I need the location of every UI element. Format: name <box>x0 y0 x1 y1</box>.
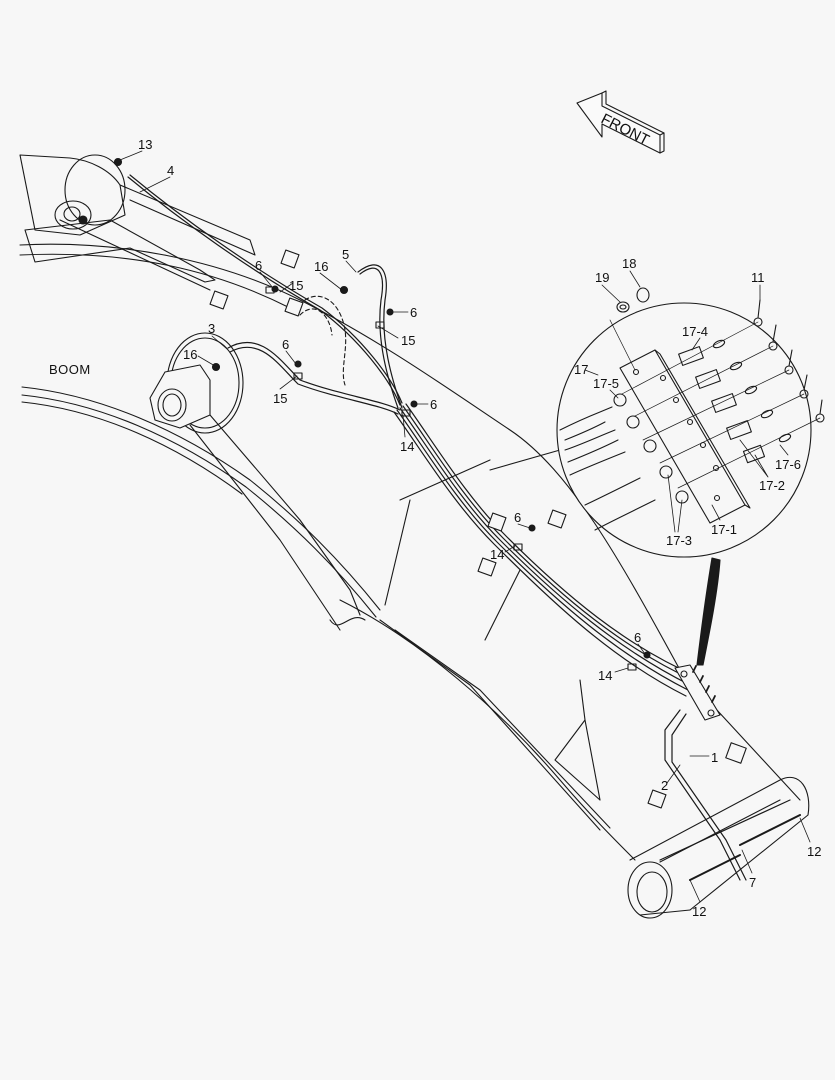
callout-17: 17 <box>574 362 589 377</box>
callout-6: 6 <box>282 337 290 352</box>
callout-3: 3 <box>208 321 216 336</box>
svg-text:FRONT: FRONT <box>598 110 652 149</box>
callout-2: 2 <box>661 778 669 793</box>
callout-6: 6 <box>514 510 522 525</box>
front-arrow-icon: FRONT <box>576 90 665 154</box>
callout-18: 18 <box>622 256 637 271</box>
boom-cylinder-pivot <box>149 332 366 631</box>
callout-7: 7 <box>749 875 757 890</box>
clamps-and-bolts <box>113 157 747 809</box>
boom-foot-pin <box>19 154 256 291</box>
callout-14: 14 <box>490 547 505 562</box>
callout-12: 12 <box>692 904 707 919</box>
detail-hoses <box>559 406 656 531</box>
callout-17-2: 17-2 <box>759 478 786 493</box>
detail-view-circle <box>556 287 825 666</box>
callout-14: 14 <box>598 668 613 683</box>
callout-17-4: 17-4 <box>682 324 709 339</box>
callout-15: 15 <box>401 333 416 348</box>
boom-structure <box>19 243 810 919</box>
grease-block <box>674 664 721 721</box>
callout-19: 19 <box>595 270 610 285</box>
callout-15: 15 <box>273 391 288 406</box>
callout-17-5: 17-5 <box>593 376 620 391</box>
callout-14: 14 <box>400 439 415 454</box>
callout-17-1: 17-1 <box>711 522 738 537</box>
callout-17-3: 17-3 <box>666 533 693 548</box>
leader-lines <box>119 150 811 903</box>
callout-6: 6 <box>430 397 438 412</box>
callout-1: 1 <box>711 750 719 765</box>
callout-11: 11 <box>751 270 765 285</box>
hidden-cylinder-outline <box>299 295 347 386</box>
grease-nipples <box>712 339 792 443</box>
callout-16: 16 <box>314 259 329 274</box>
callout-4: 4 <box>167 163 175 178</box>
callout-13: 13 <box>138 137 153 152</box>
dust-caps <box>753 299 825 423</box>
callout-6: 6 <box>255 258 263 273</box>
callout-12: 12 <box>807 844 822 859</box>
boom-section-label: BOOM <box>49 362 91 377</box>
callout-6: 6 <box>634 630 642 645</box>
callout-15: 15 <box>289 278 304 293</box>
callout-17-6: 17-6 <box>775 457 802 472</box>
callout-16: 16 <box>183 347 198 362</box>
callout-5: 5 <box>342 247 350 262</box>
callout-6: 6 <box>410 305 418 320</box>
